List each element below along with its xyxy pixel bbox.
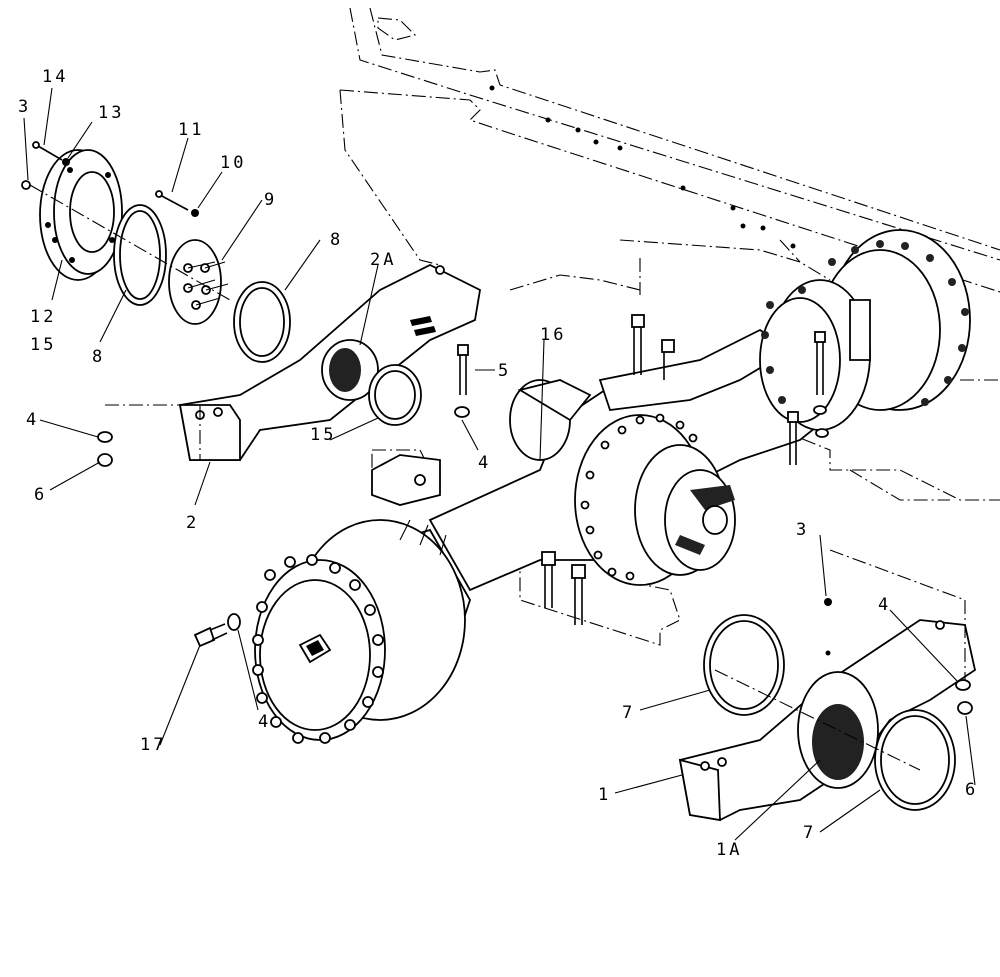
callout-12: 12 <box>30 307 56 327</box>
mount-bracket-center <box>371 454 441 506</box>
leader-lines <box>23 87 976 841</box>
seal-ring-7-lower <box>874 709 956 811</box>
callout-4-bottom: 4 <box>258 712 271 732</box>
callout-17: 17 <box>140 735 166 755</box>
differential-carrier <box>574 413 736 586</box>
callout-4-left: 4 <box>26 410 39 430</box>
frame-outline <box>339 7 1000 646</box>
callout-2a: 2A <box>370 250 396 270</box>
callouts: 3 14 13 11 10 9 12 15 8 8 2A 5 16 4 4 6 … <box>18 67 978 860</box>
callout-13: 13 <box>98 103 124 123</box>
pivot-bracket-1 <box>678 619 977 822</box>
callout-14: 14 <box>42 67 68 87</box>
callout-10: 10 <box>220 153 246 173</box>
seal-ring-8-left <box>113 204 167 306</box>
callout-5: 5 <box>498 361 511 381</box>
callout-6-right: 6 <box>965 780 978 800</box>
washer-4-mid <box>454 406 470 418</box>
nut-3-right <box>824 598 832 606</box>
callout-3-top: 3 <box>18 97 31 117</box>
callout-8-left: 8 <box>92 347 105 367</box>
bolt-14 <box>32 141 63 161</box>
callout-9: 9 <box>264 190 277 210</box>
bolt-17 <box>193 623 228 648</box>
callout-15-top: 15 <box>30 335 56 355</box>
studs-center <box>541 551 586 625</box>
callout-11: 11 <box>178 120 204 140</box>
pivot-bracket-2 <box>178 263 481 461</box>
nut-6-left <box>97 453 113 467</box>
plate-9 <box>168 239 229 325</box>
bolt-5 <box>457 344 469 395</box>
axis-line-left <box>29 184 231 301</box>
callout-8-right: 8 <box>330 230 343 250</box>
seal-ring-7-upper <box>703 614 785 716</box>
wheel-hub-left <box>252 519 471 744</box>
leader-dash-right <box>829 549 966 680</box>
washer-4-left <box>97 431 113 443</box>
wheel-hub-right <box>759 229 971 431</box>
washer-4-bottom <box>227 613 241 631</box>
seal-ring-8-right <box>233 281 291 363</box>
washer-4-right <box>955 679 971 691</box>
callout-1: 1 <box>598 785 611 805</box>
callout-7-upper: 7 <box>622 703 635 723</box>
callout-6-left: 6 <box>34 485 47 505</box>
nut-10 <box>191 209 199 217</box>
studs-rear <box>631 314 829 465</box>
callout-1a: 1A <box>716 840 742 860</box>
callout-2: 2 <box>186 513 199 533</box>
callout-4-right: 4 <box>878 595 891 615</box>
callout-3-right: 3 <box>796 520 809 540</box>
leader-dash-left <box>105 404 201 460</box>
nut-3-top <box>21 180 31 190</box>
nut-13 <box>62 158 70 166</box>
callout-4-mid: 4 <box>478 453 491 473</box>
frame-holes <box>489 85 796 249</box>
axis-line-right <box>714 669 921 771</box>
callout-7-lower: 7 <box>803 823 816 843</box>
callout-15-mid: 15 <box>310 425 336 445</box>
bolt-11 <box>155 190 189 211</box>
nut-6-right <box>957 701 973 715</box>
hub-right-bolts <box>761 240 969 406</box>
hub-left-bolts <box>252 554 384 744</box>
callout-16: 16 <box>540 325 566 345</box>
bushing-15 <box>368 364 422 426</box>
flange-12 <box>39 149 123 281</box>
carrier-bolts <box>580 413 698 581</box>
